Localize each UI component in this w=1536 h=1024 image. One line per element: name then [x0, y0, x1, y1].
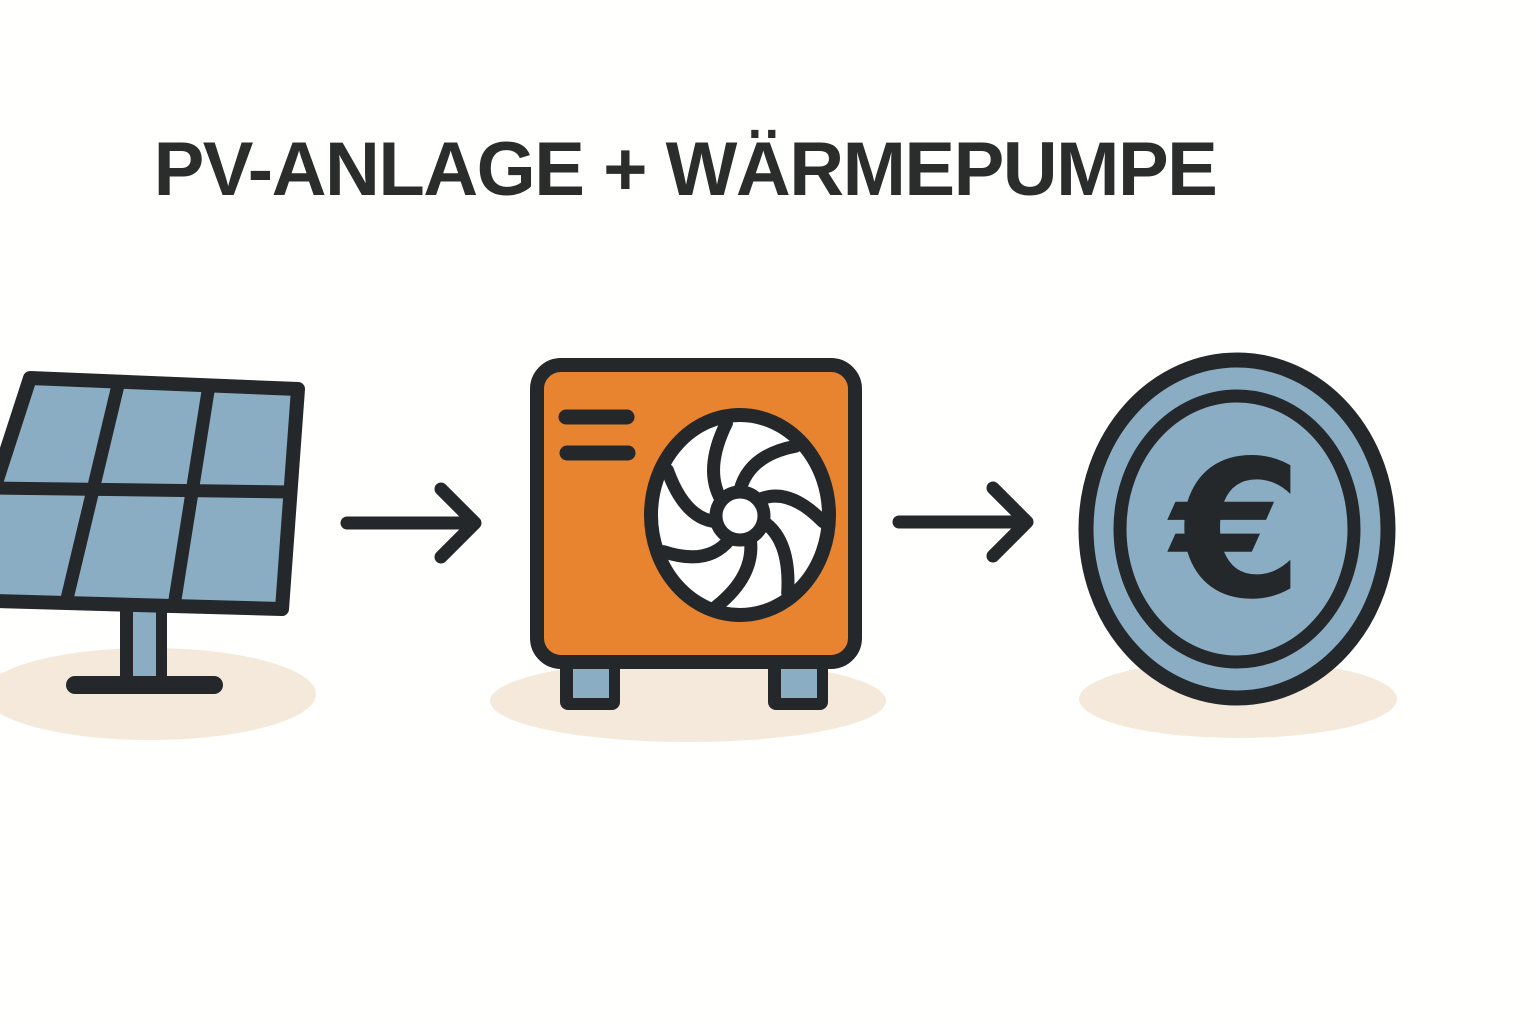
arrow-right-icon — [340, 482, 482, 564]
page-title: PV-ANLAGE + WÄRMEPUMPE — [153, 127, 1218, 212]
coin-face — [1078, 352, 1396, 706]
solar-panel-icon — [0, 371, 305, 694]
pump-vents — [558, 409, 636, 461]
arrow-right-icon — [892, 481, 1034, 563]
panel-base — [66, 676, 223, 694]
euro-coin-icon: € — [1078, 352, 1396, 706]
coin-inner-ring — [1113, 389, 1361, 669]
fan-hub — [709, 485, 771, 547]
panel-grid — [0, 379, 291, 608]
heat-pump-icon — [530, 358, 862, 710]
fan-icon — [644, 408, 836, 622]
euro-symbol: € — [1167, 420, 1303, 641]
